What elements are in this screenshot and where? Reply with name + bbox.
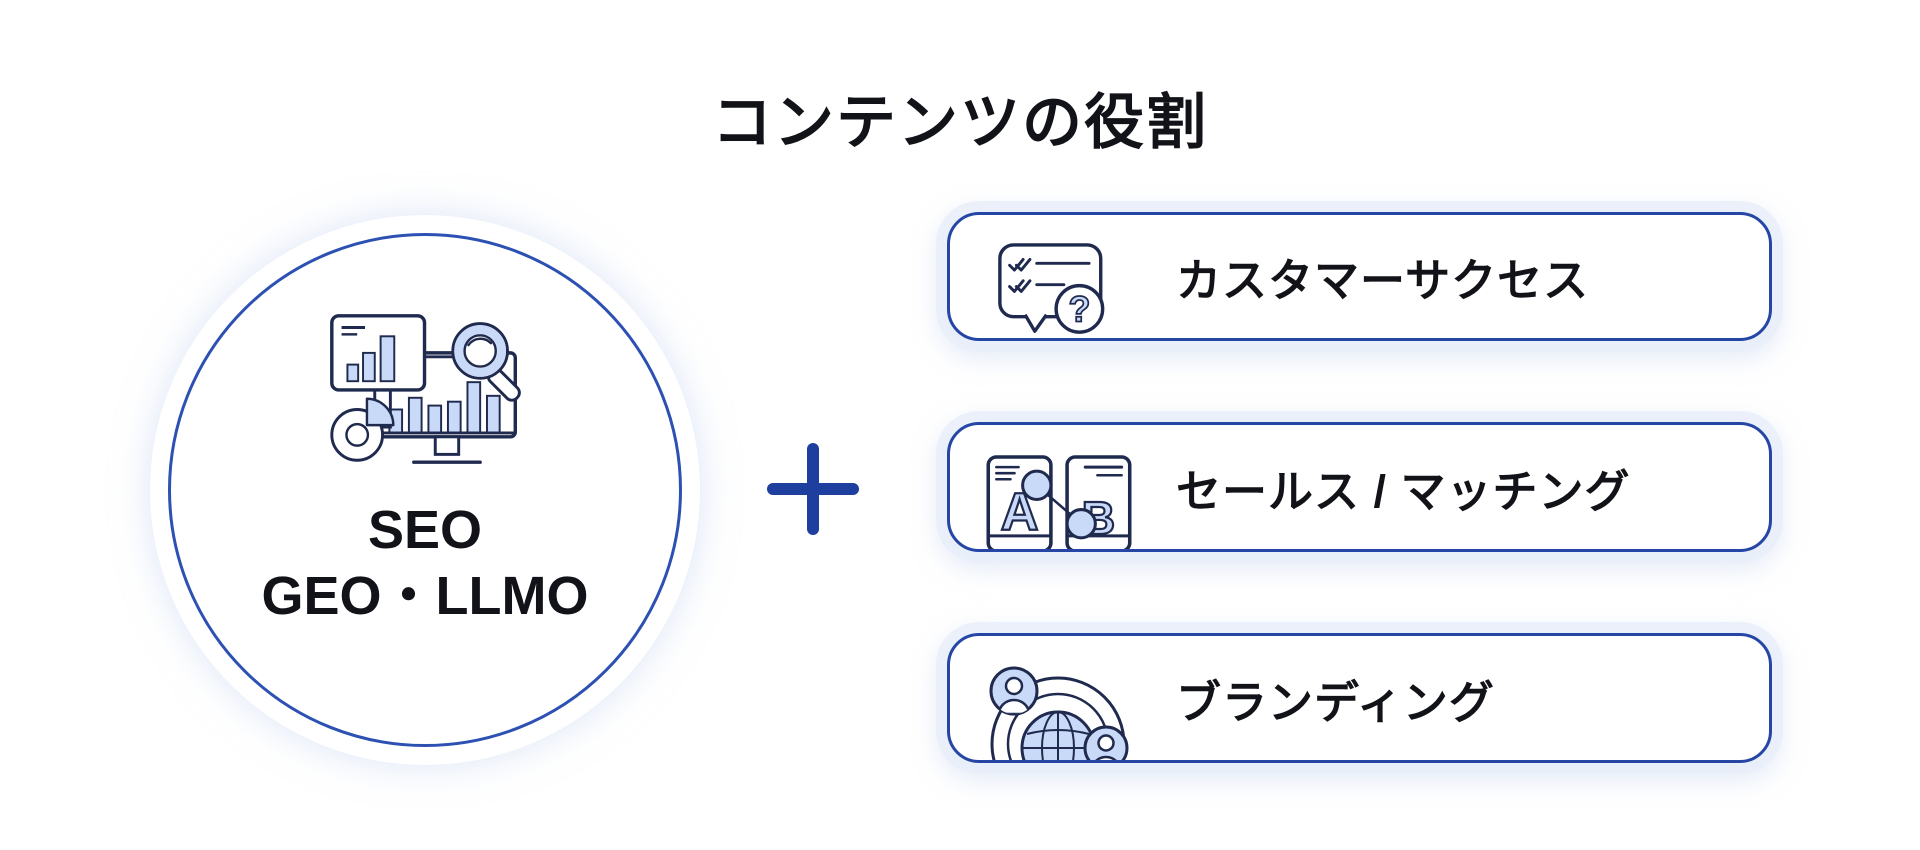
- doc-a-glyph: A: [1001, 483, 1039, 542]
- circle-line-geo-llmo: GEO・LLMO: [261, 565, 589, 626]
- circle-line-seo: SEO: [367, 500, 483, 560]
- globe-icon: [1020, 710, 1096, 760]
- card-label-customer-success: カスタマーサクセス: [1176, 255, 1590, 306]
- card-branding: ブランディング: [947, 633, 1772, 763]
- bar-chart-card-icon: [329, 314, 426, 392]
- page-title: コンテンツの役割: [712, 89, 1208, 156]
- magnifier-icon: [450, 322, 521, 402]
- pie-chart-icon: [329, 397, 395, 462]
- seo-circle: SEO GEO・LLMO: [168, 233, 682, 747]
- person-avatar-icon: [1083, 725, 1129, 760]
- plus-icon: [764, 440, 862, 538]
- card-customer-success: ? カスタマーサクセス: [947, 212, 1772, 341]
- branding-globe-network-icon: [989, 666, 1129, 760]
- person-avatar-icon: [989, 666, 1039, 716]
- card-label-sales-matching: セールス / マッチング: [1176, 465, 1631, 517]
- customer-success-qa-bubble-icon: ?: [998, 243, 1105, 334]
- seo-analytics-icon: [329, 314, 521, 464]
- ab-matching-documents-icon: A B: [986, 455, 1132, 549]
- card-label-branding: ブランディング: [1176, 676, 1495, 728]
- card-sales-matching: A B セールス / マッチング: [947, 422, 1772, 552]
- circle-caption: SEO GEO・LLMO: [262, 498, 589, 630]
- question-mark-glyph: ?: [1068, 290, 1090, 330]
